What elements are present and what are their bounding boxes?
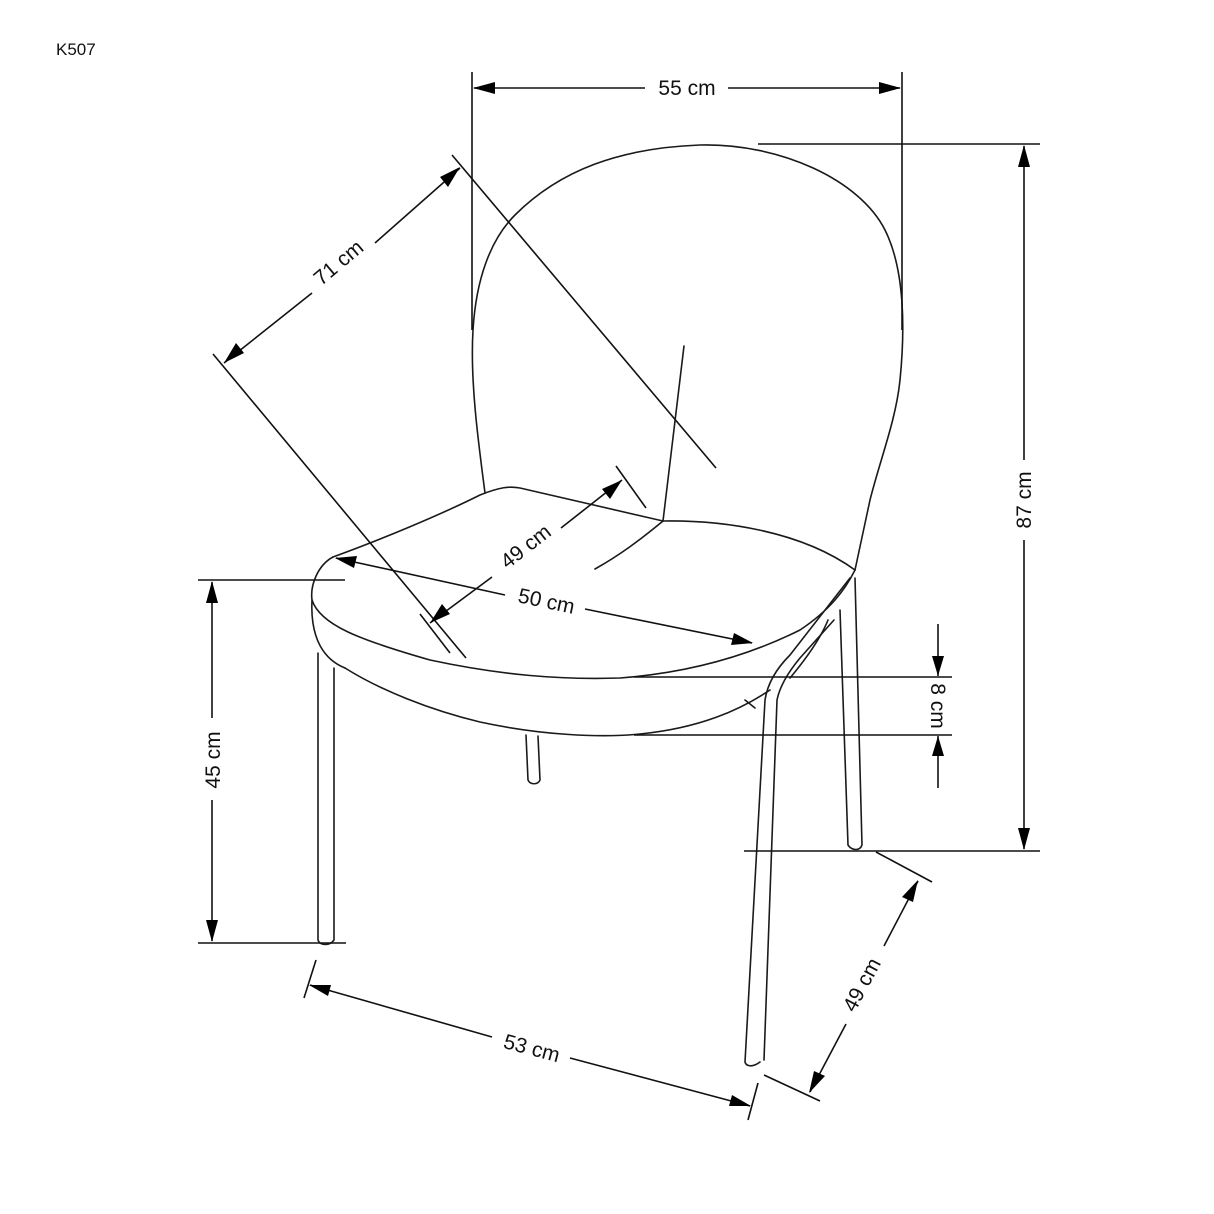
front-left-leg [317, 652, 335, 946]
overall-height-label: 87 cm [1013, 471, 1036, 528]
seat-top-outline [332, 486, 856, 571]
model-code-label: K507 [56, 40, 96, 59]
dimension-overall-height: 87 cm [744, 143, 1040, 852]
dimension-overall-width: 55 cm [471, 72, 903, 330]
backrest-diagonal-label: 71 cm [310, 236, 369, 290]
seat-front-top-edge [310, 556, 856, 680]
backrest-inner-curve [594, 520, 664, 570]
seat-left-side [311, 599, 346, 669]
dimension-seat-height: 45 cm [198, 579, 346, 944]
dimension-base-depth: 49 cm [763, 851, 933, 1102]
back-right-leg [839, 577, 863, 851]
dimension-seat-thickness: 8 cm [634, 624, 952, 788]
front-right-leg-inner [763, 619, 835, 1061]
back-left-leg [525, 734, 541, 785]
overall-width-label: 55 cm [658, 77, 715, 100]
backrest-seam [662, 345, 685, 522]
front-right-leg [744, 577, 851, 1067]
dimension-backrest-diagonal: 71 cm [212, 154, 717, 659]
seat-thickness-label: 8 cm [926, 683, 949, 729]
seat-underside-edge [344, 667, 771, 737]
base-depth-label: 49 cm [839, 954, 886, 1015]
seat-height-label: 45 cm [202, 731, 225, 788]
dimension-seat-width: 50 cm [300, 556, 753, 645]
backrest-outline [471, 144, 904, 571]
seat-depth-label: 49 cm [496, 520, 555, 573]
chair-outline [310, 144, 904, 1067]
seat-width-label: 50 cm [516, 584, 577, 618]
seat-support-bracket [744, 619, 829, 709]
base-width-label: 53 cm [501, 1030, 562, 1067]
dimension-base-width: 53 cm [303, 959, 759, 1121]
